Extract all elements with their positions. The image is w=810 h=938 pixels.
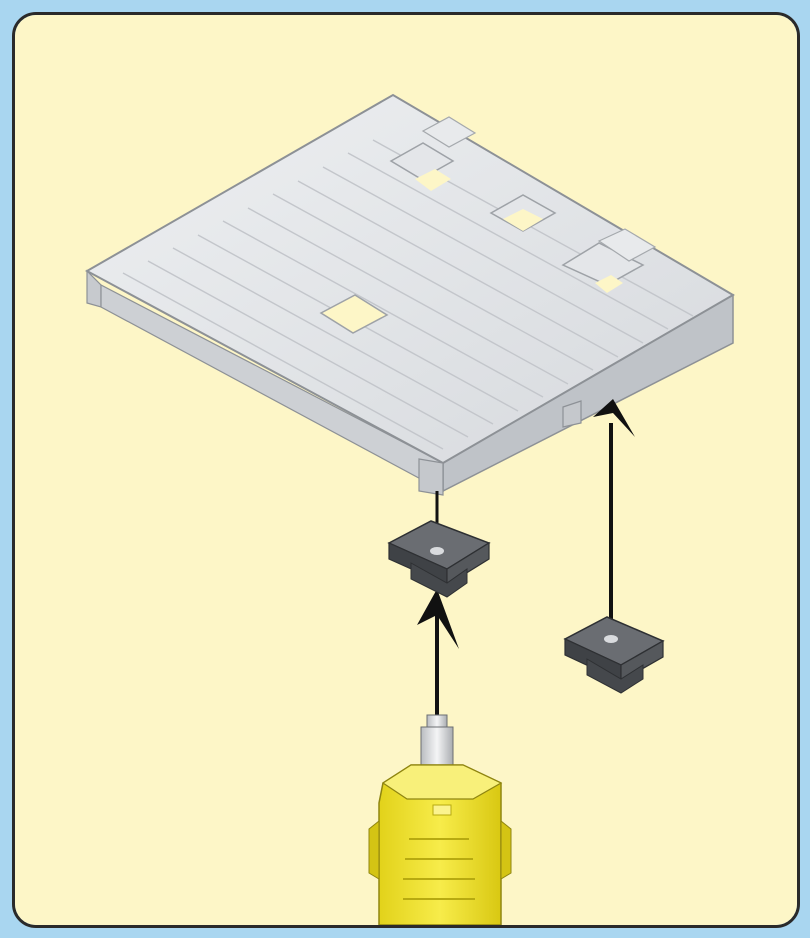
assembly-diagram bbox=[15, 15, 797, 925]
instruction-panel bbox=[12, 12, 800, 928]
